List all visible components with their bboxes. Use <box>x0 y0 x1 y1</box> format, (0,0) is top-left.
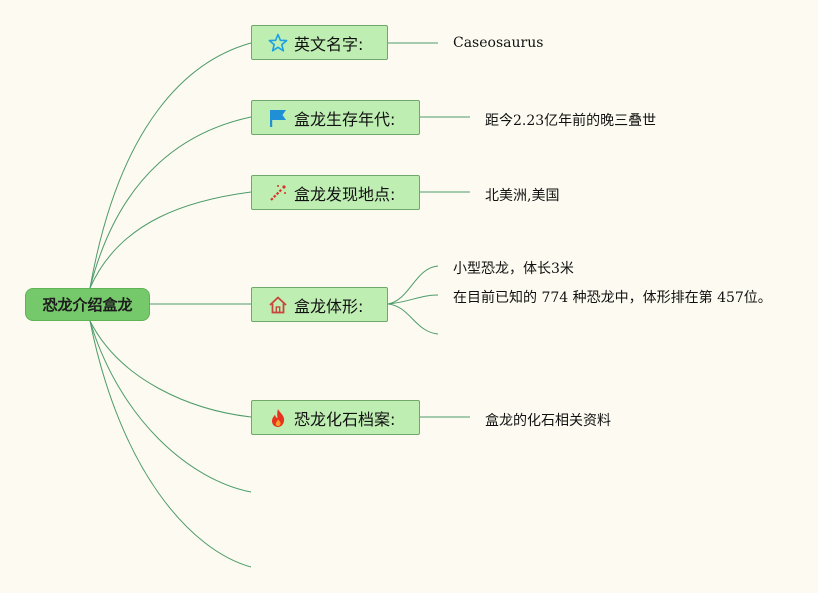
detail-era[interactable]: 距今2.23亿年前的晚三叠世 <box>485 113 657 129</box>
link-root-empty-2 <box>89 320 252 568</box>
detail-discovery-location[interactable]: 北美洲,美国 <box>485 188 560 204</box>
fire-icon <box>268 408 288 428</box>
flag-icon <box>268 108 288 128</box>
magic-wand-icon <box>268 183 288 203</box>
topic-label: 恐龙化石档案: <box>294 409 396 429</box>
link-topic-4-detail-3 <box>387 303 439 335</box>
link-topic-4-detail-1 <box>387 265 439 305</box>
root-topic[interactable]: 恐龙介绍盒龙 <box>25 288 150 321</box>
link-topic-4-detail-2 <box>387 294 439 305</box>
topic-discovery-location[interactable]: 盒龙发现地点: <box>251 175 420 210</box>
topic-fossil-archive[interactable]: 恐龙化石档案: <box>251 400 420 435</box>
link-root-topic-5 <box>89 320 252 418</box>
topic-era[interactable]: 盒龙生存年代: <box>251 100 420 135</box>
link-root-topic-3 <box>89 191 252 289</box>
link-root-topic-2 <box>89 116 252 289</box>
topic-label: 盒龙发现地点: <box>294 184 396 204</box>
topic-english-name[interactable]: 英文名字: <box>251 25 388 60</box>
link-root-topic-1 <box>89 42 252 289</box>
topic-body-size[interactable]: 盒龙体形: <box>251 287 388 322</box>
topic-label: 盒龙生存年代: <box>294 109 396 129</box>
star-icon <box>268 33 288 53</box>
link-root-empty-1 <box>89 320 252 493</box>
detail-body-size-1[interactable]: 小型恐龙，体长3米 <box>453 261 574 277</box>
detail-fossil-archive[interactable]: 盒龙的化石相关资料 <box>485 413 611 429</box>
detail-english-name[interactable]: Caseosaurus <box>453 35 544 51</box>
house-icon <box>268 295 288 315</box>
topic-label: 英文名字: <box>294 34 364 54</box>
topic-label: 盒龙体形: <box>294 296 364 316</box>
detail-body-size-2[interactable]: 在目前已知的 774 种恐龙中，体形排在第 457位。 <box>453 290 772 306</box>
